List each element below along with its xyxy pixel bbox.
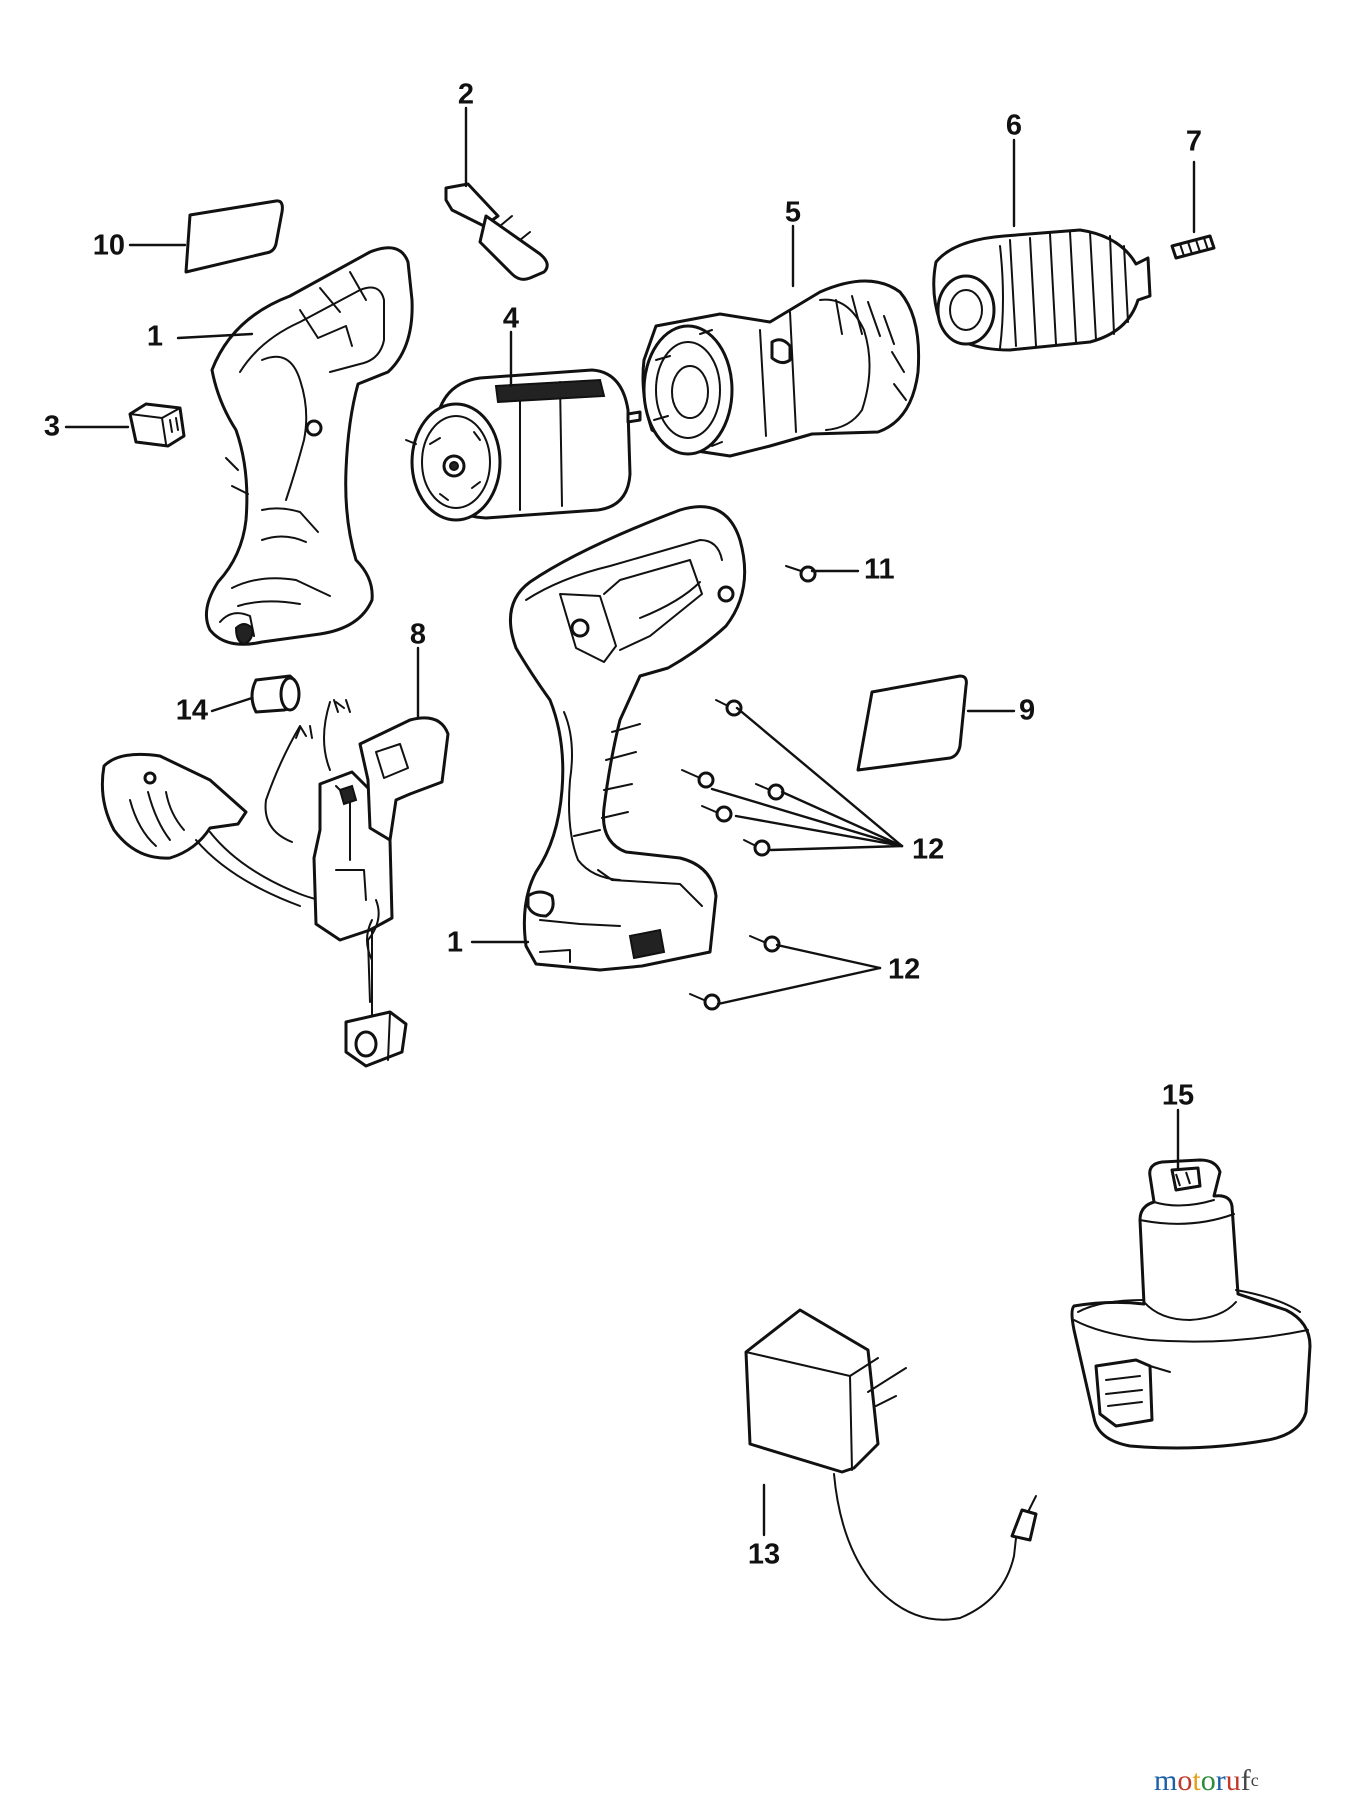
leader-line-c14 — [210, 696, 254, 713]
leader-line-12a-1 — [710, 787, 904, 848]
part-3-clip — [128, 402, 186, 448]
part-14-sleeve — [250, 674, 301, 714]
callout-number-c9: 9 — [1019, 695, 1035, 727]
leader-line-12a-0 — [735, 706, 904, 848]
part-2-slider — [444, 182, 549, 281]
part-5-gearbox — [641, 279, 921, 458]
leader-line-12a-3 — [734, 814, 904, 848]
part-6-chuck — [932, 228, 1152, 352]
callout-number-c13: 13 — [748, 1539, 780, 1571]
part-11-screw — [785, 565, 817, 583]
callout-number-c11: 11 — [864, 554, 895, 586]
part-7-screw — [1170, 234, 1216, 260]
part-10-label — [184, 199, 284, 274]
callout-number-c4: 4 — [503, 303, 519, 335]
callout-number-c2: 2 — [458, 79, 474, 111]
callout-number-c1b: 1 — [447, 927, 463, 959]
callout-number-c14: 14 — [176, 695, 208, 727]
callout-leader-lines — [64, 106, 1196, 1537]
leader-line-c1a — [176, 332, 254, 340]
part-15-battery — [1070, 1158, 1312, 1450]
callout-number-c6: 6 — [1006, 110, 1022, 142]
part-12-screws — [681, 699, 785, 1011]
callout-number-c5: 5 — [785, 197, 801, 229]
leader-line-12b-0 — [775, 943, 882, 970]
callout-number-c1a: 1 — [147, 321, 163, 353]
leader-line-12b-1 — [716, 966, 882, 1006]
part-8-switch-assembly — [100, 699, 450, 1068]
part-1-housing-left — [204, 246, 414, 646]
part-1-housing-right — [508, 505, 747, 972]
callout-number-c15: 15 — [1162, 1080, 1194, 1112]
callout-number-c7: 7 — [1186, 126, 1202, 158]
watermark-logo: motorufc — [1154, 1764, 1259, 1797]
part-9-label — [856, 674, 968, 772]
part-13-charger — [744, 1308, 1038, 1621]
leader-line-12a-4 — [769, 844, 904, 852]
leader-line-12a-2 — [780, 790, 904, 848]
callout-number-c3: 3 — [44, 411, 60, 443]
callout-number-c8: 8 — [410, 619, 426, 651]
part-4-motor — [405, 368, 642, 522]
callout-number-c12b: 12 — [888, 954, 920, 986]
callout-number-c10: 10 — [93, 230, 125, 262]
callout-number-c12a: 12 — [912, 834, 944, 866]
